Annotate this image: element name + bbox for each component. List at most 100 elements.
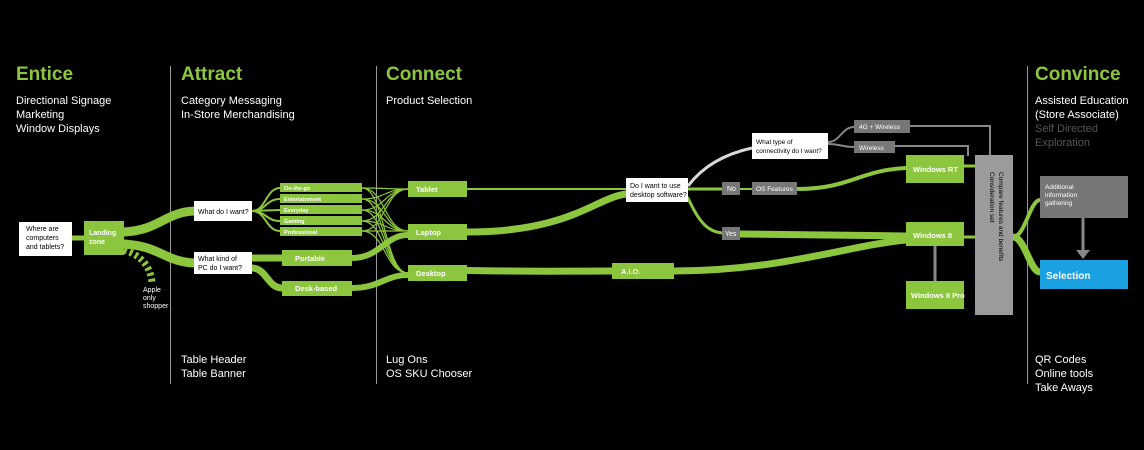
- svg-text:Additional: Additional: [1045, 184, 1074, 191]
- selection-box: Selection: [1040, 260, 1128, 289]
- connect-bottom: Lug Ons OS SKU Chooser: [386, 353, 472, 381]
- svg-text:Desk-based: Desk-based: [295, 284, 338, 293]
- connect-line: Product Selection: [386, 95, 473, 107]
- category-item: [280, 183, 362, 192]
- convince-bottom-line: Take Aways: [1035, 382, 1093, 394]
- flow-want-cat: [251, 210, 281, 232]
- svg-text:information: information: [1045, 192, 1078, 199]
- flow-apple-shopper: [122, 246, 156, 283]
- convince-line: (Store Associate): [1035, 109, 1119, 121]
- svg-text:Yes: Yes: [725, 231, 737, 238]
- svg-text:A.I.O.: A.I.O.: [621, 267, 641, 276]
- attract-bottom-line: Table Banner: [181, 368, 246, 380]
- svg-text:Laptop: Laptop: [416, 228, 441, 237]
- wireless-box: Wireless: [854, 141, 895, 153]
- svg-text:4G + Wireless: 4G + Wireless: [859, 124, 901, 131]
- os-features-box: OS Features: [752, 182, 797, 195]
- category-list: On-the-go Entertainment Everyday Gaming …: [280, 183, 362, 236]
- svg-text:Windows 8 Pro: Windows 8 Pro: [911, 291, 965, 300]
- desk-based-box: Desk-based: [282, 281, 352, 296]
- svg-text:desktop software?: desktop software?: [630, 192, 687, 199]
- stage-title-connect: Connect: [386, 64, 462, 85]
- svg-text:Everyday: Everyday: [284, 208, 309, 214]
- svg-text:Desktop: Desktop: [416, 269, 446, 278]
- tablet-box: Tablet: [408, 181, 467, 197]
- stage-divider: [376, 66, 377, 384]
- entice-details: Directional Signage Marketing Window Dis…: [16, 94, 111, 136]
- attract-details: Category Messaging In-Store Merchandisin…: [181, 94, 295, 122]
- svg-text:Entertainment: Entertainment: [284, 197, 321, 203]
- svg-text:Portable: Portable: [295, 254, 325, 263]
- yes-box: Yes: [722, 227, 740, 240]
- svg-text:What do I want?: What do I want?: [198, 209, 249, 216]
- svg-text:Do I want to use: Do I want to use: [630, 183, 681, 190]
- svg-text:Windows 8: Windows 8: [913, 231, 952, 240]
- aio-box: A.I.O.: [612, 263, 674, 279]
- flow-question-yes: [686, 196, 724, 235]
- flow-desk-desktop: [349, 272, 411, 291]
- connectivity-options: [827, 125, 991, 156]
- apple-line: Apple: [143, 287, 161, 294]
- svg-text:No: No: [727, 186, 736, 193]
- no-box: No: [722, 182, 740, 195]
- connect-bottom-line: Lug Ons: [386, 354, 428, 366]
- windows-rt-box: Windows RT: [906, 155, 964, 183]
- arrow-down-icon: [1076, 250, 1090, 259]
- apple-line: only: [143, 295, 156, 302]
- svg-text:Windows RT: Windows RT: [913, 165, 958, 174]
- attract-bottom-line: Table Header: [181, 354, 247, 366]
- flow-pc-desk: [248, 264, 286, 292]
- convince-line: Assisted Education: [1035, 95, 1129, 107]
- svg-text:connectivity do I want?: connectivity do I want?: [756, 148, 822, 155]
- stage-divider: [1027, 66, 1028, 384]
- svg-text:Wireless: Wireless: [859, 145, 885, 152]
- flow-landing-pc: [119, 239, 200, 268]
- entice-line: Directional Signage: [16, 95, 112, 107]
- flow-consider-selection: [1009, 233, 1044, 276]
- svg-text:Compare features and benefits: Compare features and benefits: [997, 172, 1004, 262]
- convince-line-dim: Exploration: [1035, 137, 1091, 149]
- start-question-box: Where are computers and tablets?: [19, 222, 72, 256]
- svg-text:Selection: Selection: [1046, 271, 1090, 282]
- convince-bottom-line: Online tools: [1035, 368, 1094, 380]
- category-item: [280, 194, 362, 203]
- connectivity-paths: [686, 146, 753, 187]
- flow-os-winrt: [795, 166, 908, 191]
- start-question-line: and tablets?: [26, 244, 64, 251]
- svg-text:OS Features: OS Features: [756, 186, 794, 193]
- start-question-line: Where are: [26, 226, 59, 233]
- start-question-line: computers: [26, 235, 59, 242]
- flow-yes-win8: [736, 230, 910, 240]
- flow-desktop-aio: [442, 266, 616, 275]
- svg-text:Gaming: Gaming: [284, 219, 304, 225]
- connectivity-question-box: What type of connectivity do I want?: [752, 133, 828, 159]
- landing-zone-line: zone: [89, 239, 105, 246]
- convince-details: Assisted Education (Store Associate) Sel…: [1035, 94, 1129, 150]
- entice-line: Window Displays: [16, 123, 100, 135]
- flow-paths: [69, 164, 1044, 292]
- svg-text:gathering: gathering: [1045, 200, 1072, 207]
- laptop-box: Laptop: [408, 224, 467, 240]
- additional-info-box: Additional information gathering: [1040, 176, 1128, 218]
- portable-box: Portable: [282, 250, 352, 266]
- what-do-i-want-box: What do I want?: [194, 201, 252, 221]
- attract-line: In-Store Merchandising: [181, 109, 295, 121]
- connect-details: Product Selection: [386, 94, 472, 108]
- flow-portable-laptop: [349, 232, 411, 261]
- attract-bottom: Table Header Table Banner: [181, 353, 246, 381]
- convince-line-dim: Self Directed: [1035, 123, 1098, 135]
- convince-bottom-line: QR Codes: [1035, 354, 1087, 366]
- flow-laptop-question: [463, 190, 630, 236]
- desktop-box: Desktop: [408, 265, 467, 281]
- windows-8-box: Windows 8: [906, 222, 964, 246]
- svg-text:What kind of: What kind of: [198, 256, 237, 263]
- svg-text:Consideration set: Consideration set: [988, 172, 995, 223]
- entice-line: Marketing: [16, 109, 65, 121]
- stage-title-convince: Convince: [1035, 64, 1121, 85]
- svg-text:Professional: Professional: [284, 230, 317, 236]
- attract-line: Category Messaging: [181, 95, 282, 107]
- category-item: [280, 227, 362, 236]
- svg-text:Tablet: Tablet: [416, 185, 438, 194]
- desktop-software-question-box: Do I want to use desktop software?: [626, 178, 688, 202]
